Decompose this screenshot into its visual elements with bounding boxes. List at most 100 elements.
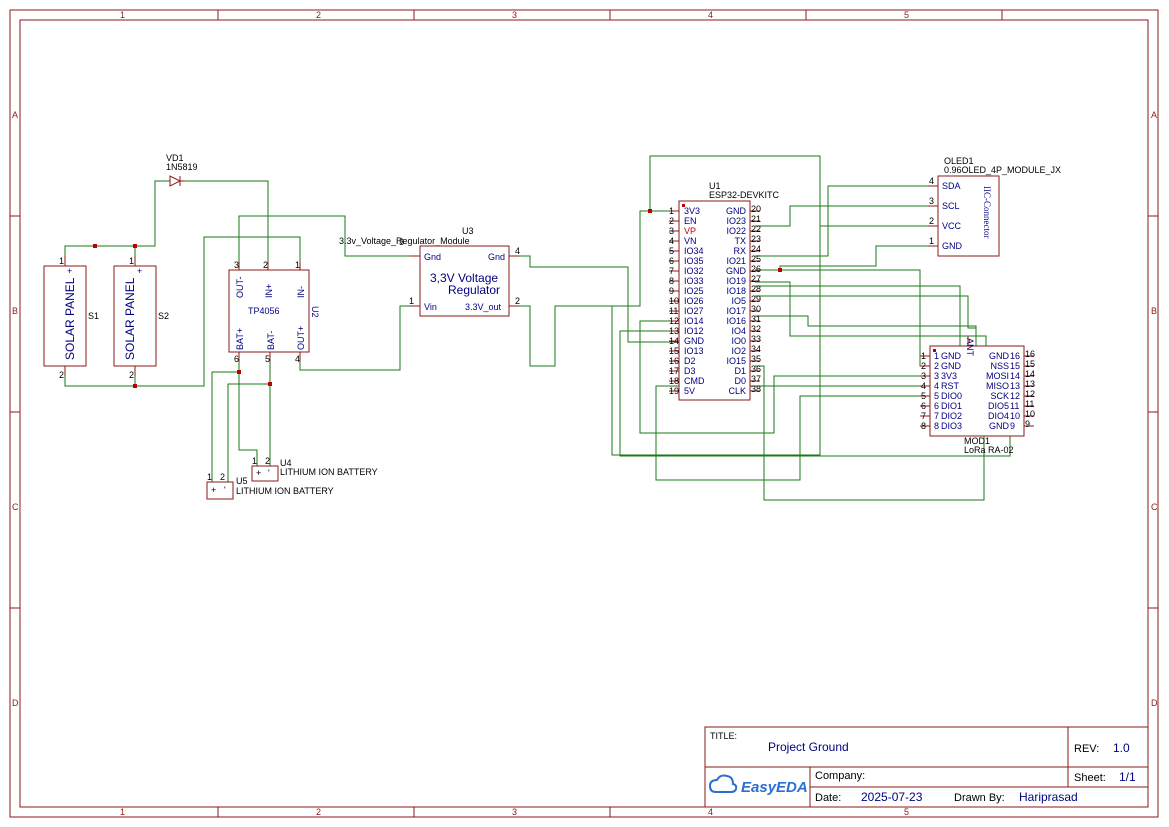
lora-pin-num: 4 bbox=[921, 381, 926, 391]
esp32-left-pin-label: GND bbox=[684, 336, 705, 346]
grid-col-label: 5 bbox=[904, 807, 909, 817]
title-value: Project Ground bbox=[768, 740, 849, 754]
svg-text:3.3V_out: 3.3V_out bbox=[465, 302, 502, 312]
company-label: Company: bbox=[815, 770, 865, 782]
esp32-pin-num: 11 bbox=[669, 306, 678, 316]
drawn-label: Drawn By: bbox=[954, 792, 1005, 804]
sheet-label: Sheet: bbox=[1074, 772, 1106, 784]
oled-pin-label: VCC bbox=[942, 221, 962, 231]
solar-panel-s2[interactable]: 12 + SOLAR PANEL S2 bbox=[113, 256, 169, 380]
esp32-left-pin-label: D3 bbox=[684, 366, 696, 376]
lora-left-pin-label: GND bbox=[941, 351, 962, 361]
mod1-ref: MOD1 bbox=[964, 436, 990, 446]
lora-left-pin-label: DIO1 bbox=[941, 401, 962, 411]
esp32-right-pin-label: RX bbox=[733, 246, 746, 256]
tp4056-u2[interactable]: 3 2 1 6 5 4 OUT- IN+ IN- BAT+ BAT- OUT+ … bbox=[228, 260, 320, 364]
svg-text:+: + bbox=[137, 266, 142, 276]
esp32-pin-num: 13 bbox=[669, 326, 679, 336]
esp32-right-pin-label: GND bbox=[726, 206, 747, 216]
svg-text:4: 4 bbox=[515, 246, 520, 256]
lora-pin-num: 11 bbox=[1025, 399, 1034, 409]
svg-text:OUT-: OUT- bbox=[235, 276, 245, 298]
esp32-right-pin-label: IO19 bbox=[726, 276, 746, 286]
lora-right-pin-label: MOSI bbox=[986, 371, 1009, 381]
svg-text:1: 1 bbox=[207, 472, 212, 482]
grid-row-label: D bbox=[12, 698, 19, 708]
esp32-left-pin-label: IO13 bbox=[684, 346, 704, 356]
lora-left-pin-num: 2 bbox=[934, 361, 939, 371]
esp32-right-pin-label: D0 bbox=[734, 376, 746, 386]
esp32-pin-num: 4 bbox=[669, 236, 674, 246]
grid-row-label: B bbox=[12, 306, 18, 316]
esp32-left-pin-label: VN bbox=[684, 236, 697, 246]
lora-ant: ANT bbox=[965, 338, 975, 357]
vd1-ref: VD1 bbox=[166, 153, 184, 163]
u3-title2: Regulator bbox=[448, 283, 500, 297]
esp32-pin-num: 2 bbox=[669, 216, 674, 226]
inner-frame bbox=[19, 19, 1149, 808]
s2-ref: S2 bbox=[158, 311, 169, 321]
esp32-pin-num: 21 bbox=[751, 214, 761, 224]
u5-label: LITHIUM ION BATTERY bbox=[236, 486, 334, 496]
oled-oled1[interactable]: OLED1 0.96OLED_4P_MODULE_JX IIC-Connecto… bbox=[928, 156, 1061, 257]
svg-text:Gnd: Gnd bbox=[424, 252, 441, 262]
u4-ref: U4 bbox=[280, 458, 292, 468]
svg-text:2: 2 bbox=[263, 260, 268, 270]
esp32-left-pin-label: EN bbox=[684, 216, 697, 226]
oled-pin-label: SCL bbox=[942, 201, 960, 211]
s2-label: SOLAR PANEL bbox=[123, 277, 137, 360]
esp32-right-pin-label: IO2 bbox=[731, 346, 746, 356]
lora-left-pin-label: DIO0 bbox=[941, 391, 962, 401]
lora-right-pin-label: DIO5 bbox=[988, 401, 1009, 411]
svg-text:+: + bbox=[67, 266, 72, 276]
svg-text:1: 1 bbox=[295, 260, 300, 270]
svg-text:1: 1 bbox=[129, 256, 134, 266]
lora-left-pin-num: 3 bbox=[934, 371, 939, 381]
lora-pin-num: 16 bbox=[1025, 349, 1035, 359]
svg-text:Gnd: Gnd bbox=[488, 252, 505, 262]
grid-row-label: C bbox=[12, 502, 19, 512]
oled-pin-num: 3 bbox=[929, 196, 934, 206]
esp32-right-pin-label: IO0 bbox=[731, 336, 746, 346]
esp32-left-pin-label: IO33 bbox=[684, 276, 704, 286]
date-label: Date: bbox=[815, 792, 841, 804]
esp32-right-pin-label: IO18 bbox=[726, 286, 746, 296]
esp32-pin-num: 31 bbox=[751, 314, 761, 324]
lora-left-pin-num: 8 bbox=[934, 421, 939, 431]
esp32-right-pin-label: IO5 bbox=[731, 296, 746, 306]
lora-right-pin-num: 16 bbox=[1010, 351, 1020, 361]
grid-row-label: C bbox=[1151, 502, 1158, 512]
lora-pin-num: 2 bbox=[921, 361, 926, 371]
date-value: 2025-07-23 bbox=[861, 790, 923, 804]
grid-col-label: 1 bbox=[120, 807, 125, 817]
vd1-value: 1N5819 bbox=[166, 162, 198, 172]
esp32-pin-num: 19 bbox=[669, 386, 679, 396]
lora-right-pin-num: 9 bbox=[1010, 421, 1015, 431]
diode-vd1[interactable]: VD1 1N5819 bbox=[166, 153, 198, 187]
svg-text:OUT+: OUT+ bbox=[296, 326, 306, 350]
esp32-pin-num: 35 bbox=[751, 354, 761, 364]
lora-right-pin-num: 11 bbox=[1010, 401, 1019, 411]
svg-text:BAT+: BAT+ bbox=[235, 328, 245, 350]
outer-frame bbox=[9, 9, 1159, 818]
svg-text:3: 3 bbox=[234, 260, 239, 270]
lora-left-pin-label: 3V3 bbox=[941, 371, 957, 381]
lora-left-pin-label: DIO3 bbox=[941, 421, 962, 431]
lora-pin-num: 12 bbox=[1025, 389, 1035, 399]
lora-pin-num: 1 bbox=[921, 351, 926, 361]
regulator-u3[interactable]: 3 4 1 2 Gnd Gnd Vin 3.3V_out 3,3V Voltag… bbox=[339, 226, 520, 317]
esp32-pin-num: 29 bbox=[751, 294, 761, 304]
svg-text:2: 2 bbox=[220, 472, 225, 482]
esp32-left-pin-label: 5V bbox=[684, 386, 695, 396]
lora-pin-num: 3 bbox=[921, 371, 926, 381]
solar-panel-s1[interactable]: 12 + SOLAR PANEL S1 bbox=[43, 256, 99, 380]
esp32-left-pin-label: VP bbox=[684, 226, 696, 236]
esp32-pin-num: 34 bbox=[751, 344, 761, 354]
esp32-pin-num: 27 bbox=[751, 274, 761, 284]
